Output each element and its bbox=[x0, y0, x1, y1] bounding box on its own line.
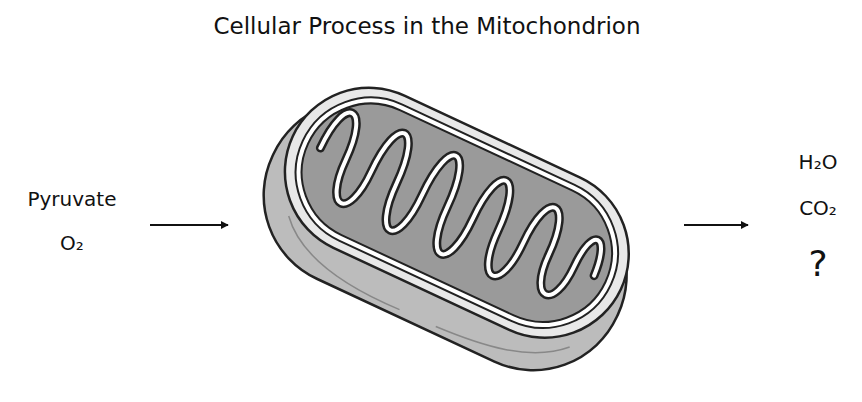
output-label: CO₂ bbox=[799, 197, 837, 219]
diagram-title: Cellular Process in the Mitochondrion bbox=[213, 14, 640, 39]
input-label: Pyruvate bbox=[27, 188, 116, 210]
output-label: H₂O bbox=[799, 151, 838, 173]
mitochondrion bbox=[233, 56, 663, 401]
input-label: O₂ bbox=[60, 232, 84, 254]
input-arrow bbox=[150, 224, 228, 226]
unknown-product: ? bbox=[808, 244, 827, 284]
output-arrow bbox=[684, 224, 748, 226]
